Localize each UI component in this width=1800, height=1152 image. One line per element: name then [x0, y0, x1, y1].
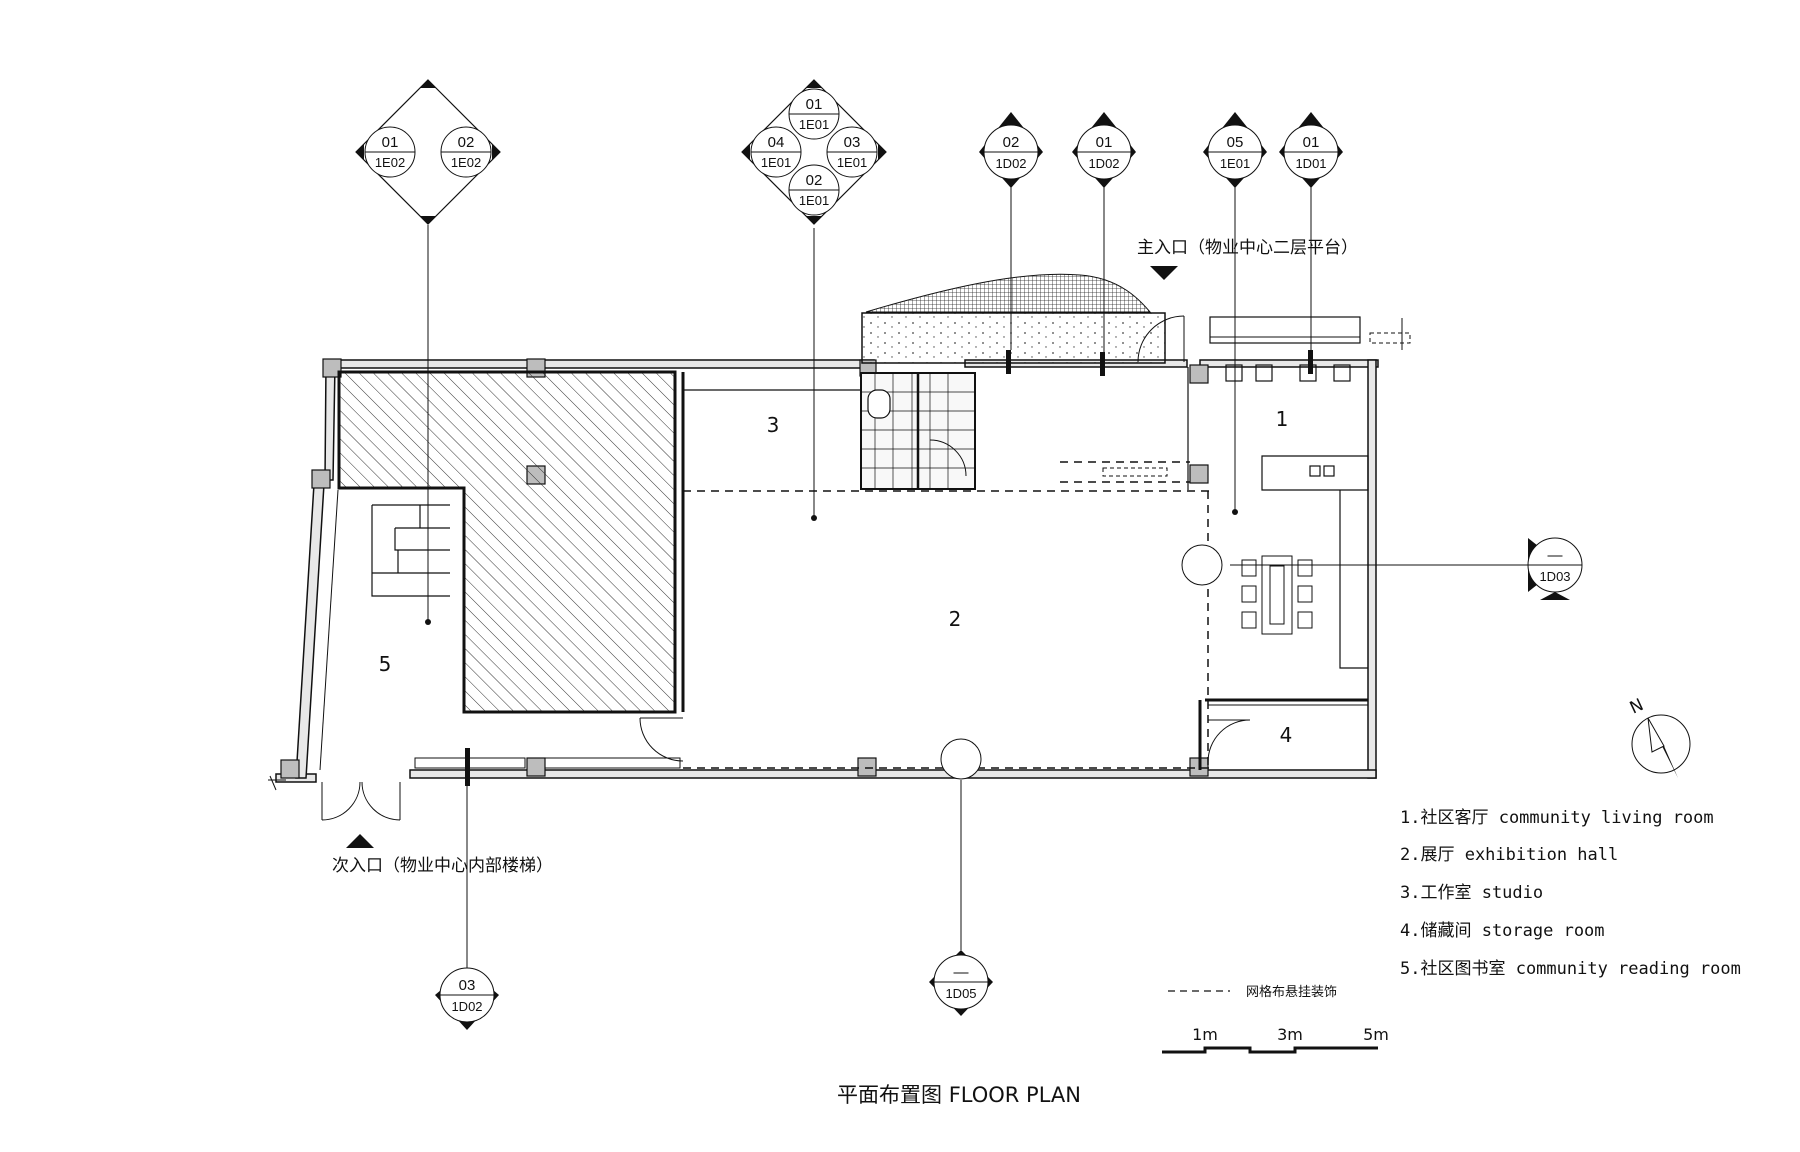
- elevation-key-1e01: 01 1E01 04 1E01 03 1E01 02 1E01: [741, 79, 887, 225]
- tag-number: 02: [1003, 134, 1020, 151]
- secondary-door: [268, 775, 401, 821]
- scale-bar: 1m 3m 5m: [1162, 1025, 1389, 1054]
- tag-sheet: 1D02: [995, 156, 1026, 171]
- line-legend: 网格布悬挂装饰: [1168, 984, 1337, 1000]
- living-room-fixtures: [1187, 364, 1369, 669]
- tag-sheet: 1E01: [837, 155, 867, 170]
- cut-marks: [465, 350, 1313, 786]
- room-legend: 1.社区客厅 community living room 2.展厅 exhibi…: [1400, 808, 1741, 979]
- tag-number: —: [954, 964, 969, 981]
- legend-item-5: 5.社区图书室 community reading room: [1400, 959, 1741, 979]
- section-tag-t4: 01 1D01: [1279, 112, 1343, 188]
- detail-circles: [940, 544, 1223, 780]
- room-number-3: 3: [767, 413, 780, 437]
- leader-dots: [425, 509, 1238, 625]
- tag-sheet: 1E02: [375, 155, 405, 170]
- tag-sheet: 1D05: [945, 986, 976, 1001]
- tag-sheet: 1E01: [1220, 156, 1250, 171]
- hatched-area: [337, 370, 677, 714]
- section-tag-t3: 05 1E01: [1203, 112, 1267, 188]
- tag-sheet: 1E01: [761, 155, 791, 170]
- dashed-hanging-grid: [683, 461, 1210, 769]
- tag-number: 01: [806, 96, 823, 113]
- room-number-1: 1: [1276, 407, 1289, 431]
- dining-table: [1241, 555, 1313, 635]
- tag-number: 02: [806, 172, 823, 189]
- secondary-entrance-label: 次入口（物业中心内部楼梯）: [332, 856, 553, 876]
- main-entrance-arrow-icon: [1150, 266, 1178, 280]
- tag-number: 03: [844, 134, 861, 151]
- tag-number: 04: [768, 134, 785, 151]
- dashed-line-label: 网格布悬挂装饰: [1246, 984, 1337, 1000]
- legend-item-2: 2.展厅 exhibition hall: [1400, 845, 1618, 865]
- legend-item-1: 1.社区客厅 community living room: [1400, 808, 1714, 828]
- tag-sheet: 1E02: [451, 155, 481, 170]
- tag-sheet: 1D01: [1295, 156, 1326, 171]
- scale-label-1: 1m: [1192, 1025, 1218, 1044]
- section-tag-t1: 02 1D02: [979, 112, 1043, 188]
- tag-sheet: 1E01: [799, 117, 829, 132]
- north-arrow-icon: N: [1627, 695, 1691, 778]
- tag-number: 03: [459, 977, 476, 994]
- staircase: [371, 504, 450, 597]
- tag-sheet: 1D03: [1539, 569, 1570, 584]
- room-number-4: 4: [1280, 723, 1293, 747]
- legend-item-4: 4.储藏间 storage room: [1400, 921, 1605, 941]
- scale-label-5: 5m: [1363, 1025, 1389, 1044]
- tag-number: 05: [1227, 134, 1244, 151]
- main-entrance-label: 主入口（物业中心二层平台）: [1137, 238, 1358, 258]
- toilet-block: [860, 372, 976, 490]
- storage-room: [1198, 698, 1368, 770]
- tag-number: 01: [1096, 134, 1113, 151]
- entrance-platform: [861, 273, 1411, 364]
- secondary-entrance-arrow-icon: [346, 834, 374, 848]
- section-tag-t6: 03 1D02: [435, 967, 499, 1030]
- section-tag-t2: 01 1D02: [1072, 112, 1136, 188]
- tag-number: 02: [458, 134, 475, 151]
- room-number-2: 2: [949, 607, 962, 631]
- room-number-5: 5: [379, 652, 392, 676]
- bottom-windows: [414, 757, 681, 769]
- display-strip: [1102, 467, 1168, 477]
- elevation-key-1e02: 01 1E02 02 1E02: [355, 79, 501, 225]
- scale-label-3: 3m: [1277, 1025, 1303, 1044]
- tag-number: 01: [382, 134, 399, 151]
- leader-lines: [427, 182, 1528, 968]
- tag-sheet: 1D02: [1088, 156, 1119, 171]
- section-tag-t5: — 1D03: [1527, 537, 1583, 600]
- tag-sheet: 1E01: [799, 193, 829, 208]
- legend-item-3: 3.工作室 studio: [1400, 883, 1543, 903]
- tag-number: 01: [1303, 134, 1320, 151]
- north-label: N: [1627, 695, 1647, 719]
- drawing-title: 平面布置图 FLOOR PLAN: [837, 1083, 1081, 1107]
- section-tag-t7: — 1D05: [929, 950, 993, 1016]
- tag-number: —: [1548, 547, 1563, 564]
- tag-sheet: 1D02: [451, 999, 482, 1014]
- door-hatched: [639, 717, 684, 762]
